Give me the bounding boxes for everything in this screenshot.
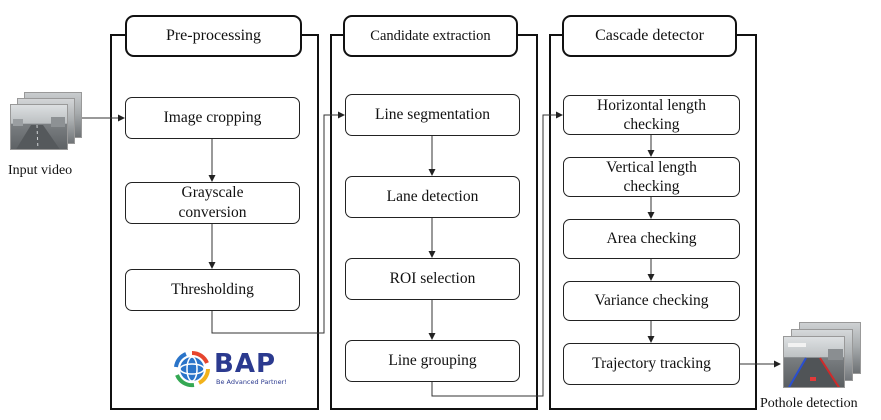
thresholding-step: Thresholding bbox=[125, 269, 300, 311]
image-cropping-step: Image cropping bbox=[125, 97, 300, 139]
bap-wordmark: BAP bbox=[214, 349, 276, 379]
pothole-detection-label: Pothole detection bbox=[760, 396, 858, 411]
bap-logo: BAP Be Advanced Partner! bbox=[172, 349, 287, 389]
vertical-length-checking-step: Vertical length checking bbox=[563, 157, 740, 197]
road-scene-icon bbox=[13, 117, 65, 149]
input-video-thumbnails bbox=[10, 92, 84, 154]
output-video-thumbnails bbox=[783, 322, 863, 392]
area-checking-step: Area checking bbox=[563, 219, 740, 259]
grayscale-conversion-step: Grayscale conversion bbox=[125, 182, 300, 224]
arrow-threshold-to-segmentation bbox=[211, 111, 345, 334]
cascade-detector-title: Cascade detector bbox=[562, 15, 737, 57]
variance-checking-step: Variance checking bbox=[563, 281, 740, 321]
line-grouping-step: Line grouping bbox=[345, 340, 520, 382]
bap-globe-icon bbox=[174, 350, 210, 388]
arrow-grouping-to-horizontal bbox=[431, 111, 563, 397]
preprocessing-title: Pre-processing bbox=[125, 15, 302, 57]
trajectory-tracking-step: Trajectory tracking bbox=[563, 343, 740, 385]
candidate-extraction-title: Candidate extraction bbox=[343, 15, 518, 57]
pothole-detection-scene-icon bbox=[788, 343, 843, 387]
input-video-label: Input video bbox=[8, 163, 73, 178]
roi-selection-step: ROI selection bbox=[345, 258, 520, 300]
horizontal-length-checking-step: Horizontal length checking bbox=[563, 95, 740, 135]
lane-detection-step: Lane detection bbox=[345, 176, 520, 218]
bap-tagline: Be Advanced Partner! bbox=[216, 378, 287, 386]
line-segmentation-step: Line segmentation bbox=[345, 94, 520, 136]
